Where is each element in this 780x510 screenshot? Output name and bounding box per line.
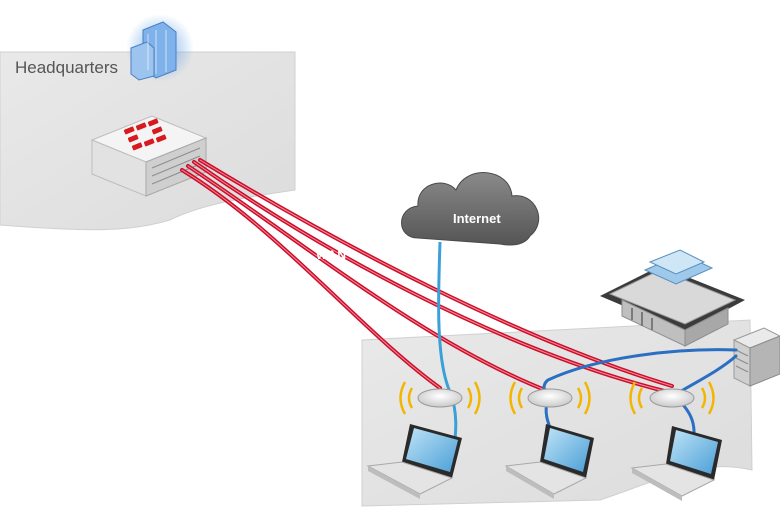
fortigate-appliance-icon	[90, 115, 208, 197]
laptop-icon	[366, 424, 462, 499]
wifi-signal-icon	[509, 381, 591, 415]
access-point-icon	[527, 388, 573, 408]
access-point-2	[509, 381, 591, 415]
wan-links	[180, 158, 674, 394]
access-point-icon	[649, 388, 695, 408]
wifi-signal-icon	[399, 381, 481, 415]
access-point-3	[629, 381, 715, 415]
access-point-1	[399, 381, 481, 415]
access-point-icon	[417, 388, 463, 408]
wan-label: WAN	[316, 248, 347, 262]
buildings-icon	[126, 14, 194, 82]
wifi-signal-icon	[629, 381, 715, 415]
internet-link	[437, 241, 458, 451]
laptop-icon	[630, 426, 722, 501]
bank-building-icon	[600, 249, 745, 347]
internet-label: Internet	[453, 211, 501, 226]
laptop-icon	[504, 424, 594, 499]
server-icon	[732, 327, 780, 387]
cloud-icon	[401, 172, 540, 246]
headquarters-label: Headquarters	[15, 58, 119, 77]
